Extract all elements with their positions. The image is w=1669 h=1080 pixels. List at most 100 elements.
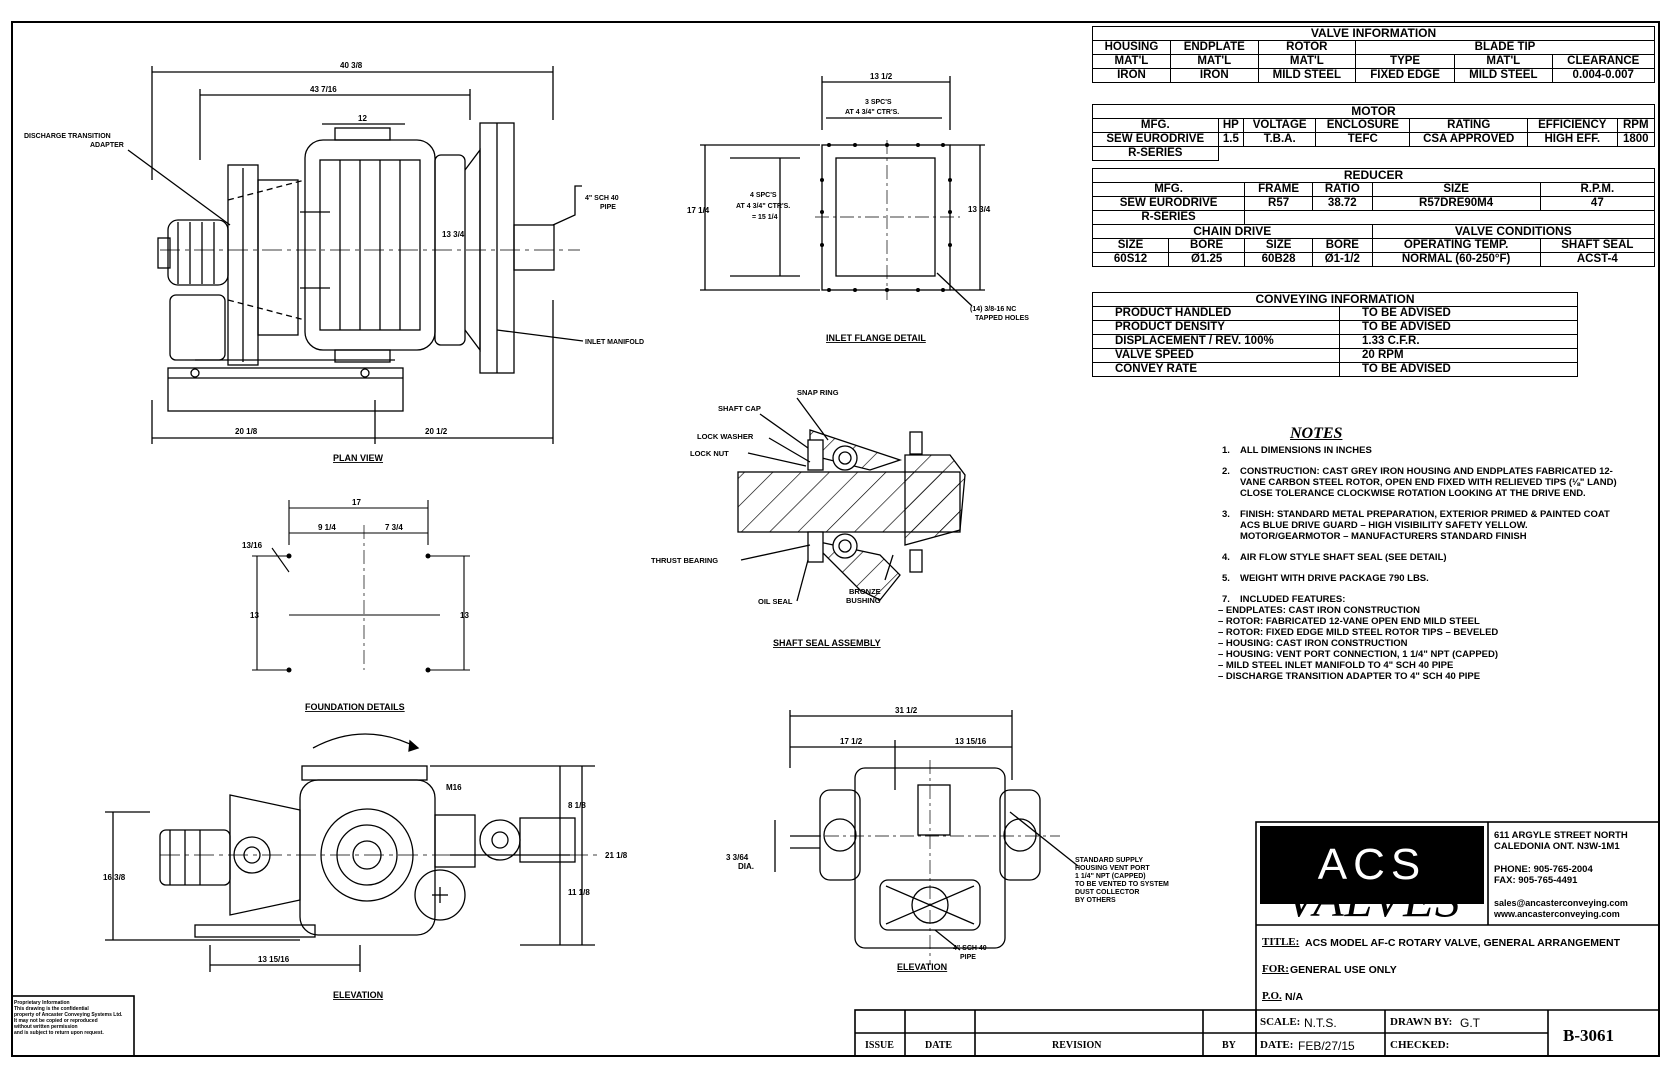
cv-v2: 1.33 C.F.R. [1339,334,1578,349]
note-2-text: CONSTRUCTION: CAST GREY IRON HOUSING AND… [1240,466,1617,499]
label-pipe4-1: 4" SCH 40 [585,195,619,202]
m-r6: 1800 [1616,132,1656,147]
r-r1: R57 [1244,196,1314,211]
title-label: TITLE: [1262,936,1300,948]
flange-holes [820,143,952,292]
vc-h0: OPERATING TEMP. [1371,238,1541,253]
r-h0: MFG. [1091,182,1246,197]
prop-line-3: property of Ancaster Conveying Systems L… [14,1012,123,1018]
dim-flange-right: 13 3/4 [968,205,991,214]
c-r2: 60B28 [1244,252,1314,267]
proprietary-note: Proprietary Information This drawing is … [14,1000,132,1056]
m-extra: R-SERIES [1092,146,1219,161]
label-vent-4: TO BE VENTED TO SYSTEM [1075,881,1169,888]
note-1: 1.ALL DIMENSIONS IN INCHES [1222,445,1622,456]
shaft-seal-assembly [737,397,966,602]
label-bronze-2: BUSHING [846,596,881,605]
vi-s3: TYPE [1355,54,1456,69]
vi-r4: MILD STEEL [1454,68,1553,83]
elevation-left [105,733,600,972]
elevation-right-text: 31 1/2 17 1/2 13 15/16 3 3/64 DIA. STAND… [726,706,1169,972]
r-extra: R-SERIES [1091,210,1246,225]
c-h3: BORE [1312,238,1373,253]
vi-s5: CLEARANCE [1551,54,1655,69]
dim-flange-spcs-left2: AT 4 3/4" CTR'S. [736,203,790,210]
dim-plan-right: 20 1/2 [425,427,448,436]
for-label: FOR: [1262,963,1289,975]
date-value: FEB/27/15 [1298,1039,1355,1053]
vi-s0: MAT'L [1092,54,1171,69]
company-logo: ACS [1260,826,1484,904]
dim-er-1315: 13 15/16 [955,737,987,746]
rev-date-header: DATE [925,1040,953,1051]
dim-plan-left: 20 1/8 [235,427,258,436]
m-r4: CSA APPROVED [1409,132,1528,147]
plan-view [127,66,584,444]
sheet-border [11,21,1660,1057]
cv-v1: TO BE ADVISED [1339,320,1578,335]
r-h1: FRAME [1244,182,1314,197]
feature-1: – ENDPLATES: CAST IRON CONSTRUCTION [1218,605,1420,616]
view-title-plan: PLAN VIEW [333,453,384,463]
dim-fnd-914: 9 1/4 [318,523,336,532]
rev-issue-header: ISSUE [865,1040,894,1051]
prop-line-6: and is subject to return upon request. [14,1030,104,1036]
dim-flange-spcs-left3: = 15 1/4 [752,214,778,221]
elevation-left-text: M16 8 1/8 21 1/8 16 3/8 11 1/8 13 15/16 … [103,783,628,1000]
m-r5: HIGH EFF. [1526,132,1618,147]
dim-fnd-13a: 13 [250,611,259,620]
dim-flange-spcs-top: 3 SPC'S [865,99,892,106]
dim-fnd-17: 17 [352,498,361,507]
view-title-flange: INLET FLANGE DETAIL [826,333,926,343]
label-vent-1: STANDARD SUPPLY [1075,857,1143,864]
prop-line-2: This drawing is the confidential [14,1006,89,1012]
dim-fnd-hole: 13/16 [242,541,263,550]
dim-er-dia: DIA. [738,862,754,871]
for-value: GENERAL USE ONLY [1290,964,1397,976]
m-h3: ENCLOSURE [1315,118,1411,133]
view-title-foundation: FOUNDATION DETAILS [305,702,405,712]
r-r0: SEW EURODRIVE [1091,196,1246,211]
cv-k1: PRODUCT DENSITY [1092,320,1340,335]
cv-k3: VALVE SPEED [1092,348,1340,363]
prop-line-4: It may not be copied or reproduced [14,1018,98,1024]
label-snap-ring: SNAP RING [797,388,839,397]
chain-title: CHAIN DRIVE [1092,224,1373,239]
label-pipe4b-2: PIPE [960,954,976,961]
label-vent-6: BY OTHERS [1075,897,1116,904]
m-h1: HP [1217,118,1245,133]
elevation-right [774,710,1079,965]
dim-flange-spcs-top2: AT 4 3/4" CTR'S. [845,109,899,116]
reducer-table: REDUCER MFG. FRAME RATIO SIZE R.P.M. SEW… [1091,168,1656,267]
view-title-elevation-right: ELEVATION [897,962,947,972]
dim-er-316: 3 3/64 [726,853,749,862]
note-1-text: ALL DIMENSIONS IN INCHES [1240,445,1372,456]
dim-el-81: 8 1/8 [568,801,586,810]
label-thrust-bearing: THRUST BEARING [651,556,718,565]
vc-r0: NORMAL (60-250°F) [1371,252,1541,267]
vi-r0: IRON [1092,68,1171,83]
dim-plan-total: 40 3/8 [340,61,363,70]
m-h6: RPM [1616,118,1656,133]
label-inlet-manifold: INLET MANIFOLD [585,339,644,346]
website-link[interactable]: www.ancasterconveying.com [1494,909,1620,919]
c-r3: Ø1-1/2 [1312,252,1373,267]
cv-v4: TO BE ADVISED [1339,362,1578,377]
inlet-flange-text: 13 1/2 3 SPC'S AT 4 3/4" CTR'S. 17 1/4 4… [687,72,1029,343]
m-h4: RATING [1409,118,1528,133]
plan-view-text: 40 3/8 43 7/16 12 20 1/8 20 1/2 13 3/4 D… [24,61,644,463]
cv-k0: PRODUCT HANDLED [1092,306,1340,321]
title-value: ACS MODEL AF-C ROTARY VALVE, GENERAL ARR… [1305,937,1621,949]
note-2-num: 2. [1222,466,1230,477]
feature-5: – HOUSING: VENT PORT CONNECTION, 1 1/4" … [1218,649,1499,660]
m-r3: TEFC [1315,132,1411,147]
r-r4: 47 [1539,196,1656,211]
dim-plan-134: 13 3/4 [442,230,465,239]
m-extra-blank [1218,146,1655,161]
vi-h-blade: BLADE TIP [1355,40,1655,55]
dim-el-1315: 13 15/16 [258,955,290,964]
dim-el-211: 21 1/8 [605,851,628,860]
note-5: 5.WEIGHT WITH DRIVE PACKAGE 790 LBS. [1222,573,1622,584]
email-link[interactable]: sales@ancasterconveying.com [1494,898,1628,908]
